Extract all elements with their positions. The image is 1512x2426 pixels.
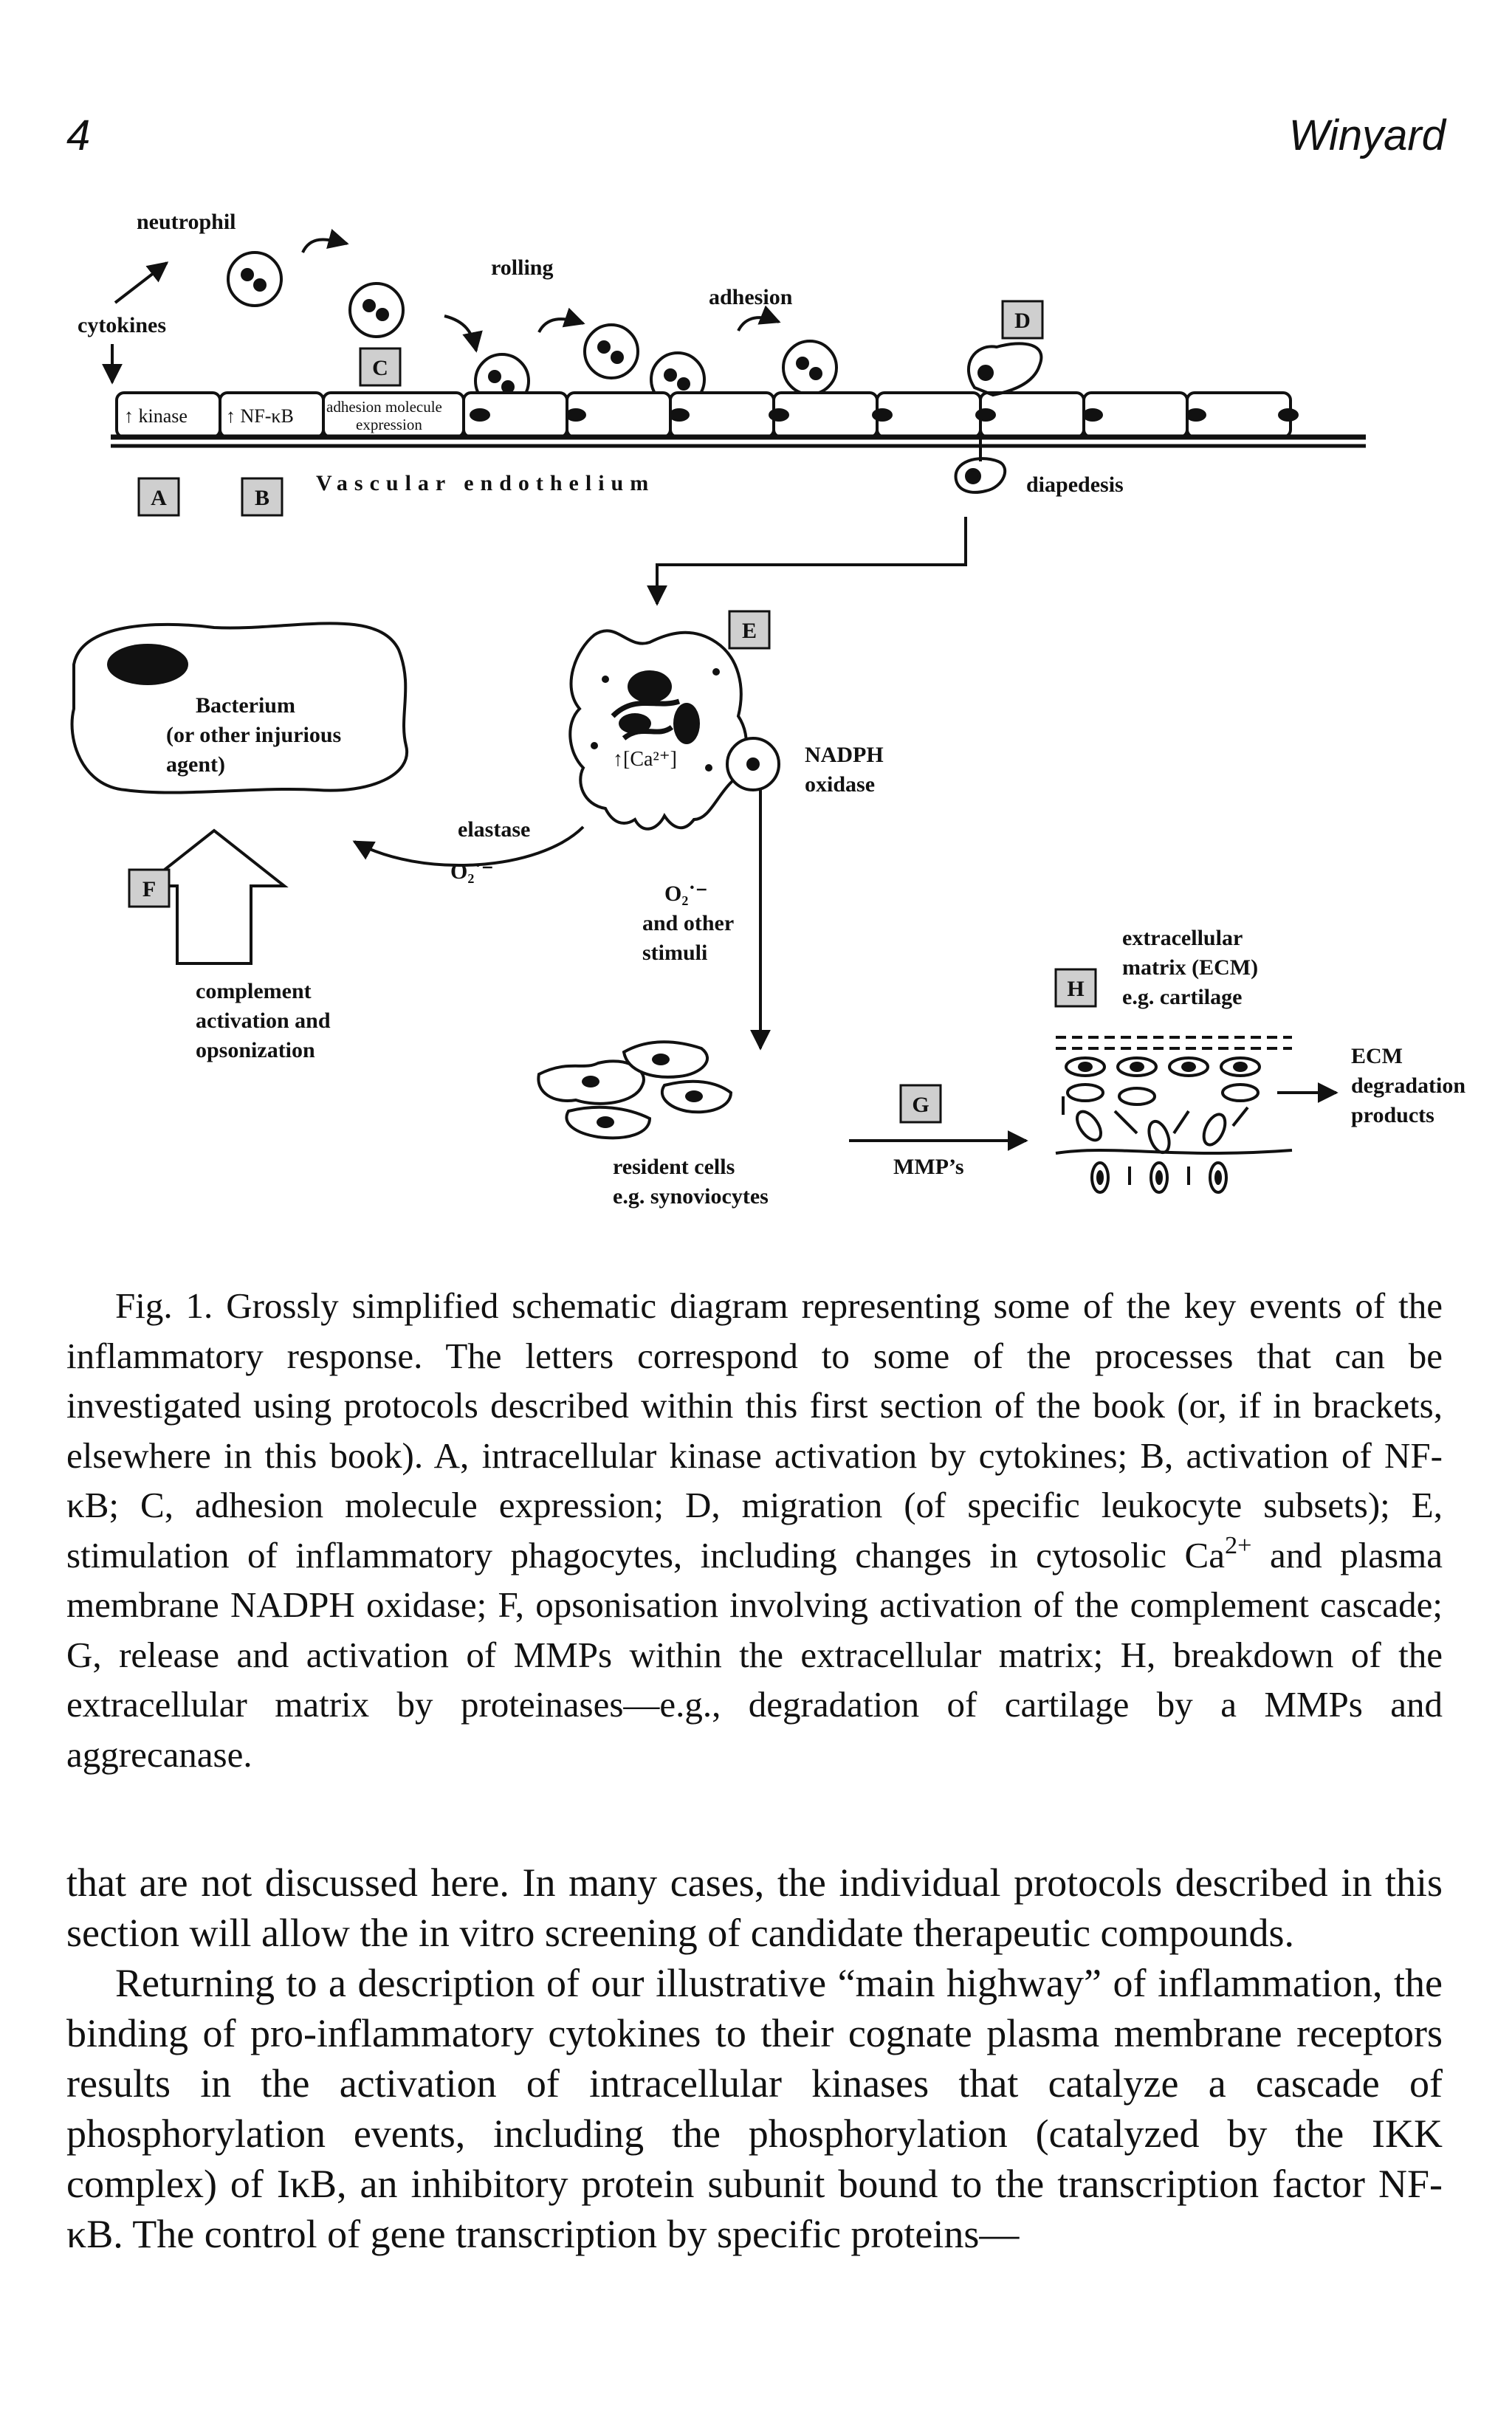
svg-text:e.g. cartilage: e.g. cartilage — [1122, 985, 1242, 1009]
svg-text:complement: complement — [196, 979, 312, 1003]
elastase-label: elastase — [458, 817, 530, 842]
svg-text:H: H — [1067, 977, 1084, 1001]
svg-text:products: products — [1351, 1103, 1434, 1127]
svg-text:(or other injurious: (or other injurious — [166, 723, 341, 747]
diapedesis-cell — [954, 342, 1043, 494]
svg-text:opsonization: opsonization — [196, 1038, 315, 1062]
svg-text:and other: and other — [642, 911, 734, 935]
svg-text:e.g. synoviocytes: e.g. synoviocytes — [613, 1184, 769, 1209]
neutrophils — [227, 251, 838, 409]
svg-text:NADPH: NADPH — [805, 743, 884, 767]
neutrophil-label: neutrophil — [137, 210, 236, 234]
caption-text-part1: Fig. 1. Grossly simplified schematic dia… — [66, 1285, 1443, 1575]
kinase-label: ↑ kinase — [124, 405, 188, 427]
letter-box-a: A — [137, 477, 180, 517]
labels-top: neutrophil cytokines rolling adhesion — [78, 210, 793, 337]
letter-box-d: D — [1001, 300, 1044, 340]
calcium-label: ↑[Ca²⁺] — [613, 748, 677, 771]
complement-up-arrow — [140, 828, 289, 965]
svg-text:resident cells: resident cells — [613, 1155, 735, 1179]
body-paragraph-2: Returning to a description of our illust… — [66, 1961, 1443, 2256]
bacterium-label: Bacterium — [196, 693, 295, 718]
o2-label-left: O₂˙⁻ — [450, 859, 493, 884]
svg-text:B: B — [255, 486, 269, 510]
figure-caption: Fig. 1. Grossly simplified schematic dia… — [66, 1281, 1443, 1779]
adhesion-expr-label-2: expression — [356, 416, 422, 433]
process-letter-boxes: A B C D E F G H — [128, 300, 1097, 1124]
resident-cells-label: resident cells e.g. synoviocytes — [613, 1155, 769, 1209]
diapedesis-label: diapedesis — [1026, 473, 1124, 497]
resident-cells — [537, 1040, 733, 1140]
svg-text:matrix (ECM): matrix (ECM) — [1122, 955, 1258, 980]
adhesion-expr-label-1: adhesion molecule — [326, 398, 442, 416]
ecm-cartilage — [1055, 1036, 1293, 1194]
svg-text:agent): agent) — [166, 752, 225, 777]
svg-text:E: E — [742, 619, 757, 643]
page-number: 4 — [66, 111, 91, 159]
complement-label: complement activation and opsonization — [196, 979, 331, 1062]
vascular-endothelium-label: Vascular endothelium — [316, 471, 655, 495]
svg-text:stimuli: stimuli — [642, 941, 707, 965]
running-head-author: Winyard — [1288, 111, 1446, 159]
bacterium: Bacterium (or other injurious agent) — [70, 622, 409, 794]
caption-text-part2: and plasma membrane NADPH oxidase; F, op… — [66, 1534, 1443, 1775]
ecm-label: extracellular matrix (ECM) e.g. cartilag… — [1122, 926, 1258, 1009]
rolling-arrows — [102, 228, 781, 385]
mmps-label: MMP’s — [893, 1155, 964, 1179]
svg-text:D: D — [1014, 309, 1031, 333]
nfkb-label: ↑ NF-κB — [226, 405, 294, 427]
ecm-degradation-label: ECM degradation products — [1351, 1044, 1465, 1127]
letter-box-h: H — [1054, 968, 1097, 1008]
letter-box-e: E — [728, 610, 771, 650]
svg-text:F: F — [142, 877, 156, 901]
svg-text:ECM: ECM — [1351, 1044, 1403, 1068]
elastase-arrow — [352, 825, 585, 867]
letter-box-f: F — [128, 868, 171, 908]
letter-box-c: C — [359, 347, 402, 387]
phagocyte: ↑[Ca²⁺] — [568, 629, 780, 831]
svg-text:degradation: degradation — [1351, 1073, 1465, 1098]
letter-box-g: G — [899, 1084, 942, 1124]
adhesion-label: adhesion — [709, 285, 793, 309]
o2-stimuli-label: O₂˙⁻ and other stimuli — [642, 882, 734, 965]
inflammation-diagram: neutrophil cytokines rolling adhesion ↑ … — [70, 210, 1465, 1209]
svg-text:G: G — [912, 1093, 929, 1117]
body-paragraph-1: that are not discussed here. In many cas… — [66, 1860, 1443, 1955]
svg-text:C: C — [372, 356, 388, 380]
svg-text:A: A — [151, 486, 167, 510]
svg-text:activation and: activation and — [196, 1008, 331, 1033]
letter-box-b: B — [241, 477, 284, 517]
endothelium: ↑ kinase ↑ NF-κB adhesion molecule expre… — [111, 391, 1366, 495]
nadph-label: NADPH oxidase — [805, 743, 884, 797]
cytokines-label: cytokines — [78, 313, 166, 337]
caption-superscript: 2+ — [1224, 1530, 1252, 1559]
body-text: that are not discussed here. In many cas… — [66, 1858, 1443, 2259]
svg-text:oxidase: oxidase — [805, 772, 875, 797]
rolling-label: rolling — [491, 255, 553, 280]
svg-text:O₂˙⁻: O₂˙⁻ — [664, 882, 707, 906]
svg-text:extracellular: extracellular — [1122, 926, 1243, 950]
flow-arrow-to-phagocyte — [647, 517, 967, 606]
